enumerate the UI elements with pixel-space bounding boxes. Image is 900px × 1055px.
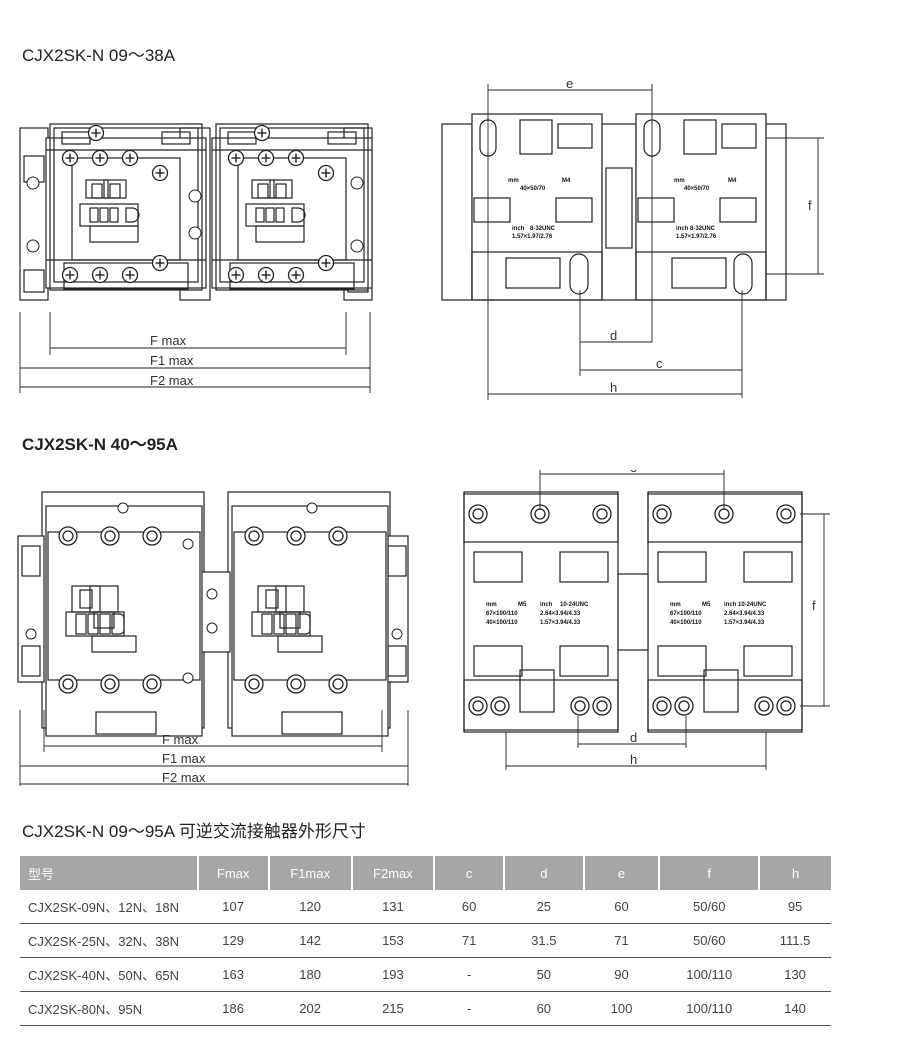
svg-text:67×100/110: 67×100/110: [670, 611, 702, 617]
dim-d: d: [610, 328, 617, 343]
svg-text:inch 10-24UNC: inch 10-24UNC: [724, 602, 767, 608]
note-inch-2: inch: [540, 602, 553, 608]
note-inch-size2: 1.57×3.94/4.33: [540, 620, 581, 626]
cell-f1max: 142: [268, 923, 352, 958]
note-m4: M4: [562, 178, 571, 184]
table-row: CJX2SK-25N、32N、38N 129 142 153 71 31.5 7…: [20, 923, 831, 958]
cell-c: -: [434, 991, 504, 1026]
cell-f: 50/60: [659, 890, 760, 924]
header-f2max: F2max: [350, 856, 435, 890]
cell-h: 130: [759, 957, 831, 992]
cell-d: 31.5: [503, 923, 584, 958]
cell-c: -: [434, 957, 504, 992]
cell-c: 60: [434, 890, 504, 924]
svg-text:inch 8-32UNC: inch 8-32UNC: [676, 226, 716, 232]
table-title: CJX2SK-N 09～95A 可逆交流接触器外形尺寸: [22, 822, 366, 841]
dim-e: e: [566, 80, 573, 91]
note-inch: inch: [512, 226, 525, 232]
header-h: h: [758, 856, 831, 890]
header-f: f: [658, 856, 760, 890]
table-row: CJX2SK-09N、12N、18N 107 120 131 60 25 60 …: [20, 890, 831, 924]
cell-c: 71: [434, 923, 504, 958]
note-mm-2: mm: [486, 602, 497, 608]
cell-f2max: 193: [351, 957, 435, 992]
header-fmax: Fmax: [196, 856, 269, 890]
cell-fmax: 129: [197, 923, 269, 958]
dim-f1max-2: F1 max: [162, 751, 206, 766]
cell-h: 140: [759, 991, 831, 1026]
section-title-09-38a: CJX2SK-N 09～38A: [22, 46, 176, 65]
cell-e: 90: [583, 957, 660, 992]
cell-e: 60: [583, 890, 660, 924]
note-mm-size: 40×50/70: [520, 186, 546, 192]
dim-fmax: F max: [150, 333, 187, 348]
svg-text:2.64×3.94/4.33: 2.64×3.94/4.33: [724, 611, 765, 617]
cell-d: 60: [503, 991, 584, 1026]
header-model: 型号: [20, 856, 198, 890]
svg-text:M5: M5: [702, 602, 711, 608]
note-mm: mm: [508, 178, 519, 184]
header-e: e: [582, 856, 660, 890]
dimension-table: 型号 Fmax F1max F2max c d e f h CJX2SK-09N…: [20, 856, 831, 1026]
cell-f1max: 180: [268, 957, 352, 992]
svg-text:M4: M4: [728, 178, 737, 184]
cell-d: 50: [503, 957, 584, 992]
cell-f: 100/110: [659, 957, 760, 992]
header-c: c: [433, 856, 504, 890]
note-m5: M5: [518, 602, 527, 608]
cell-e: 71: [583, 923, 660, 958]
svg-text:40×100/110: 40×100/110: [670, 620, 702, 626]
dim-c: c: [656, 356, 663, 371]
note-unc-2: 10-24UNC: [560, 602, 589, 608]
cell-model: CJX2SK-09N、12N、18N: [20, 890, 198, 924]
cell-model: CJX2SK-80N、95N: [20, 991, 198, 1026]
dim-h: h: [610, 380, 617, 395]
table-header-row: 型号 Fmax F1max F2max c d e f h: [20, 856, 831, 890]
cell-f2max: 131: [351, 890, 435, 924]
header-d: d: [502, 856, 584, 890]
note-inch-size: 1.57×1.97/2.76: [512, 234, 553, 240]
dim-f1max: F1 max: [150, 353, 194, 368]
cell-model: CJX2SK-40N、50N、65N: [20, 957, 198, 992]
cell-model: CJX2SK-25N、32N、38N: [20, 923, 198, 958]
cell-fmax: 107: [197, 890, 269, 924]
note-unc: 8-32UNC: [530, 226, 556, 232]
dim-f2max-2: F2 max: [162, 770, 206, 785]
dim-e-2: e: [630, 470, 637, 475]
dim-d-2: d: [630, 730, 637, 745]
dim-fmax-2: F max: [162, 732, 199, 747]
cell-f1max: 202: [268, 991, 352, 1026]
cell-f: 100/110: [659, 991, 760, 1026]
cell-e: 100: [583, 991, 660, 1026]
dim-h-2: h: [630, 752, 637, 767]
svg-text:1.57×3.94/4.33: 1.57×3.94/4.33: [724, 620, 765, 626]
drawing-40-95a: F max F1 max F2 max mm M5 inch 10-24UNC …: [17, 470, 830, 786]
svg-text:mm: mm: [670, 602, 681, 608]
table-row: CJX2SK-80N、95N 186 202 215 - 60 100 100/…: [20, 991, 831, 1026]
drawing-09-38a: F max F1 max F2 max mm M4 40×50/70 inch …: [19, 80, 824, 400]
cell-h: 111.5: [759, 923, 831, 958]
cell-fmax: 163: [197, 957, 269, 992]
header-f1max: F1max: [267, 856, 352, 890]
dim-f2max: F2 max: [150, 373, 194, 388]
cell-h: 95: [759, 890, 831, 924]
table-row: CJX2SK-40N、50N、65N 163 180 193 - 50 90 1…: [20, 957, 831, 992]
cell-f: 50/60: [659, 923, 760, 958]
section-title-40-95a: CJX2SK-N 40～95A: [22, 435, 178, 454]
note-mm-size1: 67×100/110: [486, 611, 518, 617]
svg-text:1.57×1.97/2.76: 1.57×1.97/2.76: [676, 234, 717, 240]
dim-f-2: f: [812, 598, 816, 613]
cell-d: 25: [503, 890, 584, 924]
cell-f2max: 215: [351, 991, 435, 1026]
svg-text:mm: mm: [674, 178, 685, 184]
svg-text:40×50/70: 40×50/70: [684, 186, 710, 192]
note-inch-size1: 2.64×3.94/4.33: [540, 611, 581, 617]
note-mm-size2: 40×100/110: [486, 620, 518, 626]
cell-fmax: 186: [197, 991, 269, 1026]
cell-f2max: 153: [351, 923, 435, 958]
dim-f: f: [808, 198, 812, 213]
cell-f1max: 120: [268, 890, 352, 924]
